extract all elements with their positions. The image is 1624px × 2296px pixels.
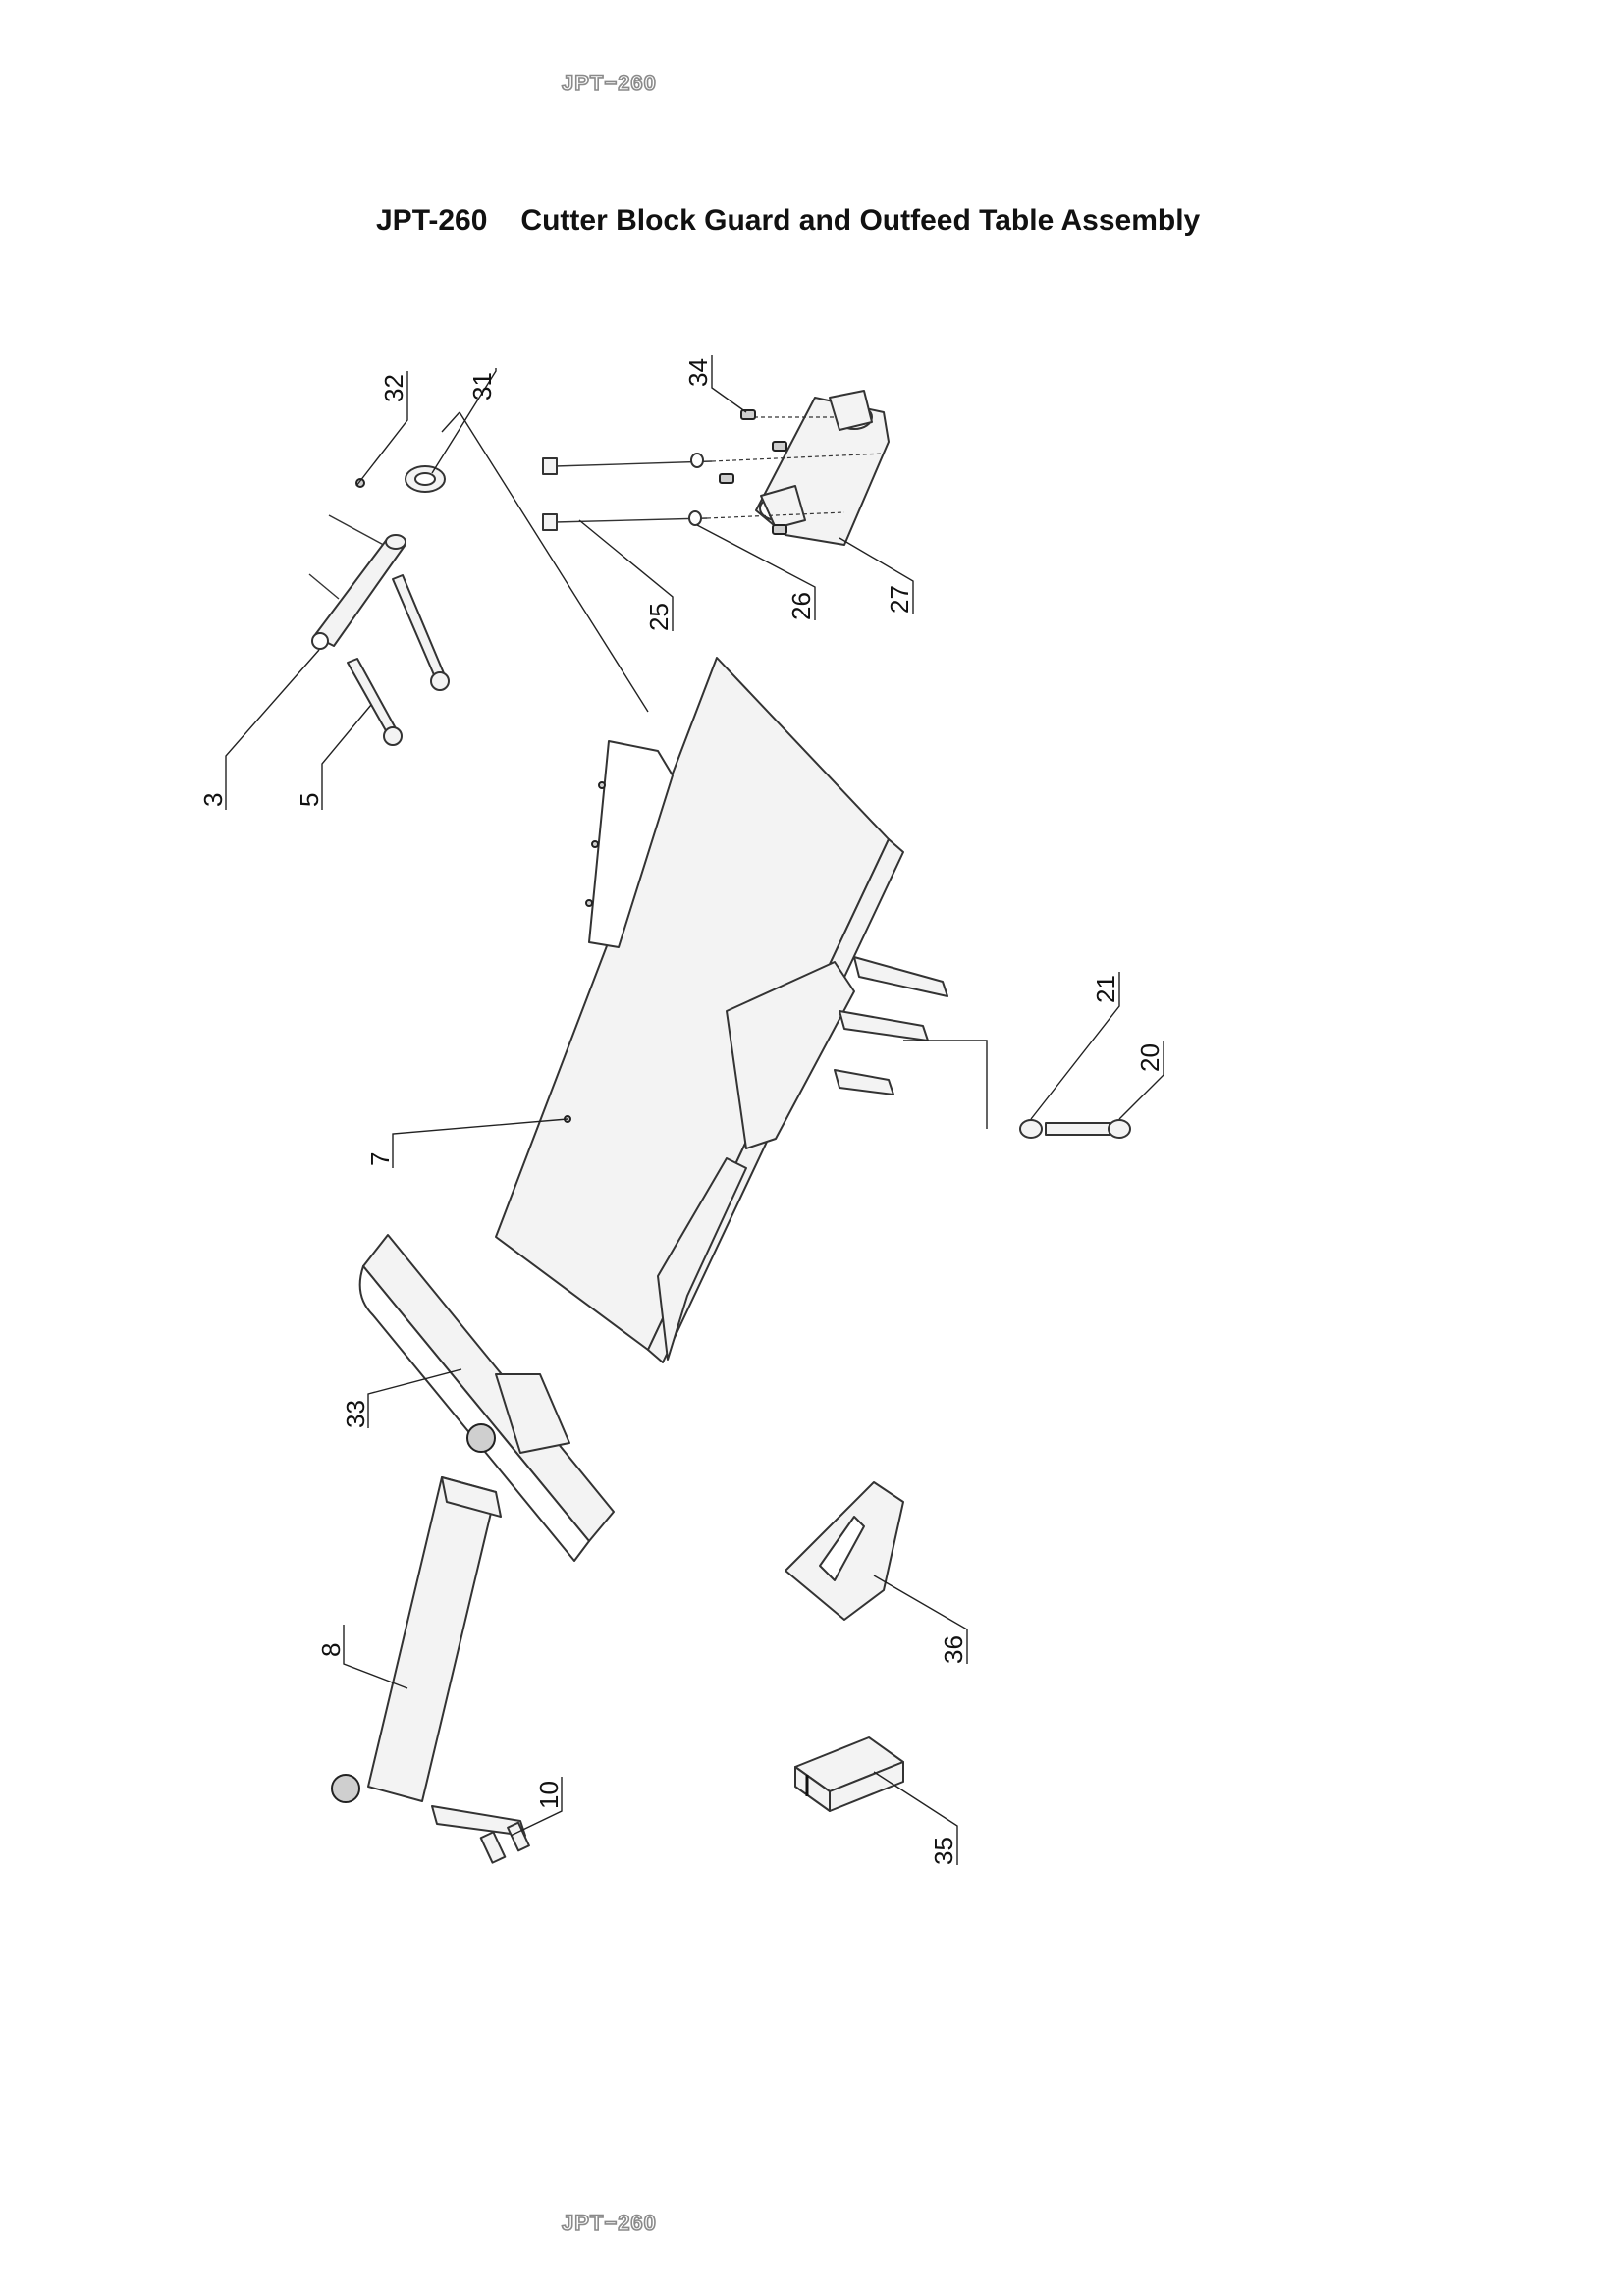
callout-27: 27 xyxy=(885,585,914,614)
outfeed-table xyxy=(495,657,948,1363)
guard-bracket-arm xyxy=(331,1476,530,1864)
callout-20: 20 xyxy=(1135,1043,1164,1072)
title-text: Cutter Block Guard and Outfeed Table Ass… xyxy=(520,204,1201,237)
bracket-assembly xyxy=(542,390,890,546)
callout-35: 35 xyxy=(929,1837,958,1865)
shaft-assembly xyxy=(308,465,450,746)
page-header-bottom: JPT−260 xyxy=(561,2210,657,2236)
push-pad xyxy=(794,1736,904,1812)
callout-33: 33 xyxy=(341,1400,370,1428)
page-title: JPT-260 Cutter Block Guard and Outfeed Ta… xyxy=(376,204,1200,238)
callout-10: 10 xyxy=(534,1781,564,1809)
callout-31: 31 xyxy=(467,372,497,400)
callout-32: 32 xyxy=(379,374,408,402)
stud-and-washer xyxy=(903,1040,1131,1139)
callout-21: 21 xyxy=(1091,975,1120,1003)
callout-36: 36 xyxy=(939,1635,968,1664)
cutter-block-guard xyxy=(358,1234,615,1562)
page-header-top: JPT−260 xyxy=(561,70,657,96)
push-block xyxy=(785,1481,904,1621)
callout-34: 34 xyxy=(683,358,713,387)
callout-8: 8 xyxy=(316,1643,346,1657)
callout-25: 25 xyxy=(644,603,674,631)
callout-7: 7 xyxy=(365,1152,395,1166)
callout-26: 26 xyxy=(786,592,816,620)
title-model: JPT-260 xyxy=(376,204,488,237)
callout-5: 5 xyxy=(295,793,324,807)
callout-3: 3 xyxy=(198,793,228,807)
